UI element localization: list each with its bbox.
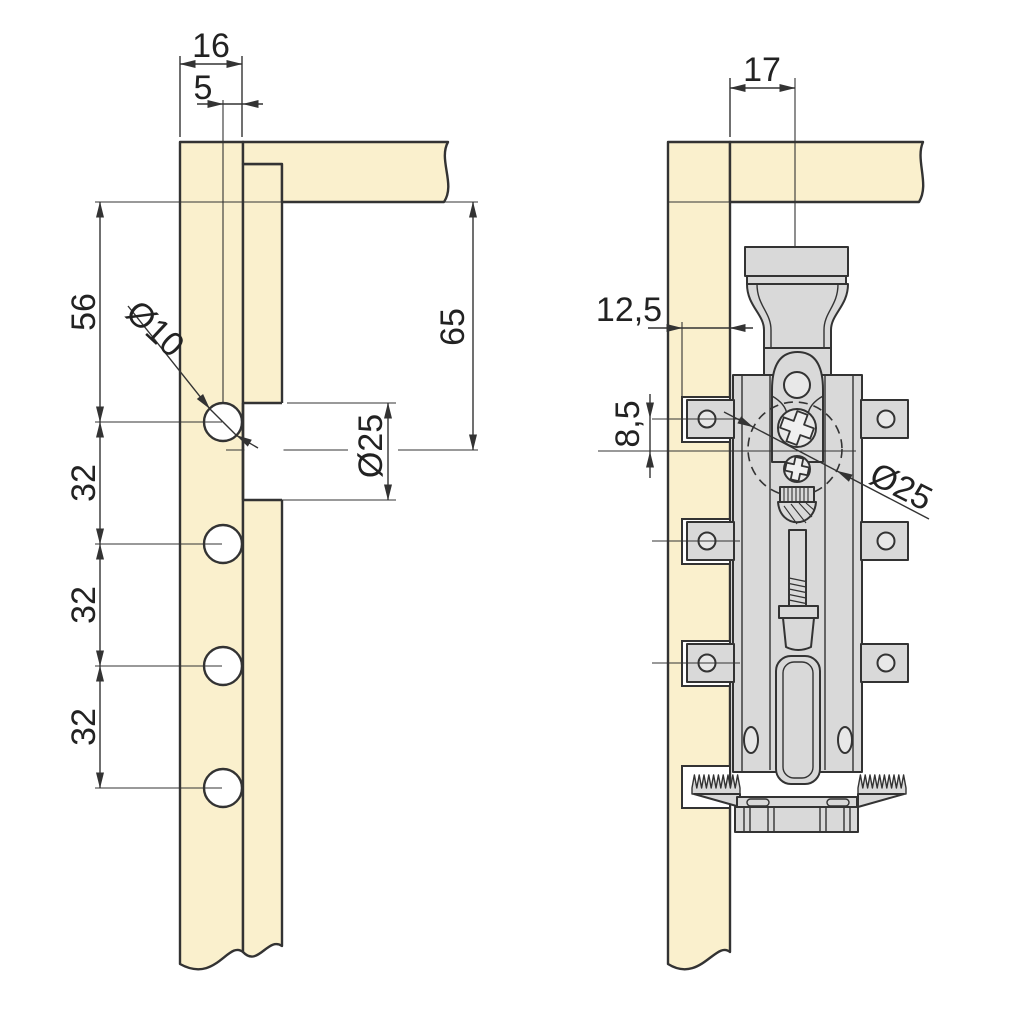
top-panel-right-view [728,140,925,204]
dia25-leader-upper [723,411,754,428]
dia25-leader-through [752,426,838,472]
top-panel-left [241,140,450,204]
phillips-screw-small [783,455,811,483]
dim-tab-to-cam-center: 8,5 [609,400,647,447]
spindle-collar [778,605,819,619]
dim-fitting-center-offset: 17 [743,51,781,89]
dia10-leader-through [209,408,237,436]
left-view: 16 5 56 32 32 32 Ø10 [65,27,478,971]
tab-hole-right-1 [876,409,896,429]
dim-recess-depth: 12,5 [596,291,662,329]
tab-hole-right-2 [876,531,896,551]
oval-hole-right [837,726,853,754]
suspension-fitting [598,246,909,833]
adjuster-dome [777,501,817,525]
dim-hole-edge-offset: 5 [194,69,213,107]
back-strip [241,162,284,958]
serrated-flange-right [857,774,907,808]
serrated-flange-left [691,774,741,808]
dia10-leader-lower [235,434,259,449]
phillips-cross-large [779,410,815,446]
fitting-cap [744,246,849,277]
dim-bore-diameter: Ø25 [352,414,390,478]
oval-hole-left [743,726,759,754]
dia25-leader-lower [836,470,930,520]
cam-bore [241,401,284,502]
fitting-neck [746,283,849,350]
mounting-tabs-right [860,399,909,683]
left-view-dimensions: 16 5 56 32 32 32 Ø10 [65,27,478,789]
dim-hole-pitch-3: 32 [65,708,103,746]
dim-first-hole-offset: 56 [65,293,103,331]
tab-hole-right-3 [876,653,896,673]
right-view-dimensions: 17 12,5 8,5 Ø25 [596,51,939,520]
mounting-tab-right-3 [860,643,909,683]
fitting-tongue [775,655,821,785]
pivot-circle [783,371,811,399]
phillips-cross-small [784,456,810,482]
cam-circle-dashed [747,401,843,497]
dim-panel-thickness: 16 [192,27,230,65]
bottom-rail [734,806,859,833]
neck-detail-left [756,283,772,349]
dim-cam-diameter: Ø25 [864,455,939,518]
phillips-screw-large [777,408,817,448]
cam-bore-opening [244,403,284,500]
neck-detail-right [823,283,839,349]
knurled-nut [779,486,815,503]
fitting-foot-cone [782,617,815,651]
right-view: 17 12,5 8,5 Ø25 [596,51,939,971]
wedge-right [857,793,905,808]
dia10-leader-upper [127,305,211,410]
dim-bore-center-offset: 65 [434,308,472,346]
dim-hole-pitch-2: 32 [65,586,103,624]
fitting-cap-lip [746,275,847,285]
threaded-spindle [788,529,807,609]
dim-hole-pitch-1: 32 [65,464,103,502]
